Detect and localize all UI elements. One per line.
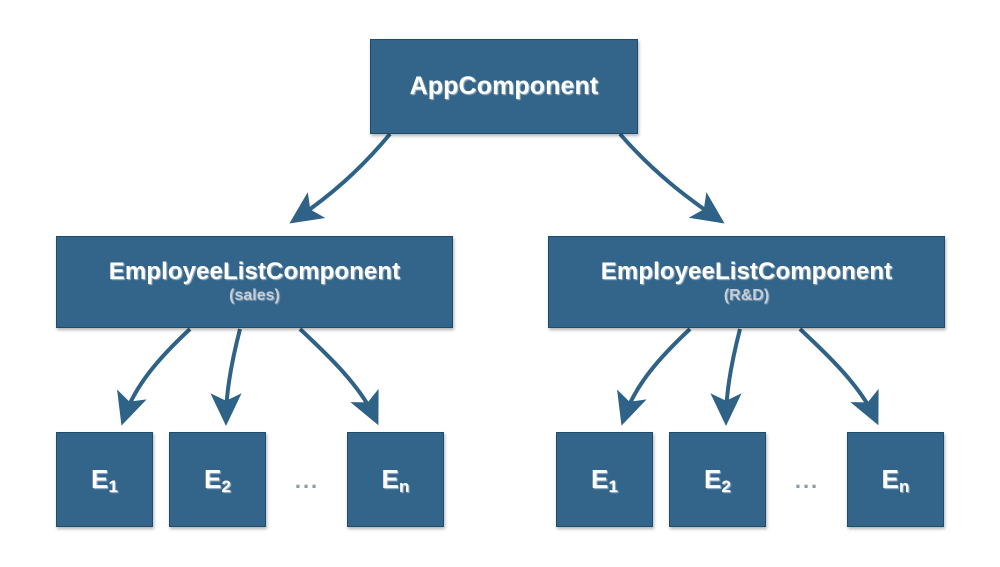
arrow-sales-to-en: [298, 327, 379, 426]
node-employee-sales-1-subscript: 1: [108, 476, 118, 496]
node-employee-rnd-1-base: E: [590, 463, 609, 494]
arrow-rnd-to-e1: [617, 327, 692, 426]
node-employee-rnd-1-label: E1: [590, 463, 618, 496]
node-app-component[interactable]: AppComponent: [370, 39, 638, 134]
node-employee-rnd-n-subscript: n: [898, 476, 910, 496]
node-employee-list-rnd-sublabel: (R&D): [723, 287, 770, 305]
node-employee-rnd-2-label: E2: [703, 463, 731, 496]
arrow-rnd-to-en: [798, 327, 879, 426]
node-employee-sales-n[interactable]: En: [347, 432, 444, 527]
arrow-app-to-rnd: [618, 132, 725, 224]
node-employee-rnd-1-subscript: 1: [608, 476, 618, 496]
node-employee-rnd-n[interactable]: En: [847, 432, 944, 527]
node-employee-list-rnd-label: EmployeeListComponent: [600, 257, 893, 285]
arrow-sales-to-e1: [117, 327, 192, 426]
node-employee-sales-2-subscript: 2: [221, 476, 231, 496]
node-employee-rnd-1[interactable]: E1: [556, 432, 653, 527]
node-employee-list-sales[interactable]: EmployeeListComponent (sales): [56, 236, 453, 328]
node-employee-sales-1-label: E1: [90, 463, 118, 496]
node-employee-rnd-n-base: E: [881, 463, 899, 494]
node-employee-sales-2-base: E: [203, 463, 222, 494]
node-employee-sales-n-subscript: n: [398, 476, 410, 496]
node-employee-sales-1-base: E: [90, 463, 109, 494]
node-app-component-label: AppComponent: [409, 72, 599, 101]
arrow-rnd-to-e2: [710, 328, 742, 427]
node-employee-list-rnd[interactable]: EmployeeListComponent (R&D): [548, 236, 945, 328]
node-employee-rnd-n-label: En: [881, 463, 910, 496]
node-employee-list-sales-label: EmployeeListComponent: [108, 257, 401, 285]
node-employee-sales-n-base: E: [381, 463, 399, 494]
arrow-app-to-sales: [289, 132, 392, 224]
arrow-sales-to-e2: [210, 328, 242, 427]
node-employee-list-sales-sublabel: (sales): [229, 287, 280, 305]
node-employee-sales-1[interactable]: E1: [56, 432, 153, 527]
node-employee-sales-2[interactable]: E2: [169, 432, 266, 527]
node-employee-rnd-2[interactable]: E2: [669, 432, 766, 527]
ellipsis-sales: ...: [294, 468, 320, 493]
node-employee-sales-2-label: E2: [203, 463, 231, 496]
node-employee-rnd-2-base: E: [703, 463, 722, 494]
node-employee-rnd-2-subscript: 2: [721, 476, 731, 496]
ellipsis-rnd: ...: [794, 468, 820, 493]
node-employee-sales-n-label: En: [381, 463, 410, 496]
